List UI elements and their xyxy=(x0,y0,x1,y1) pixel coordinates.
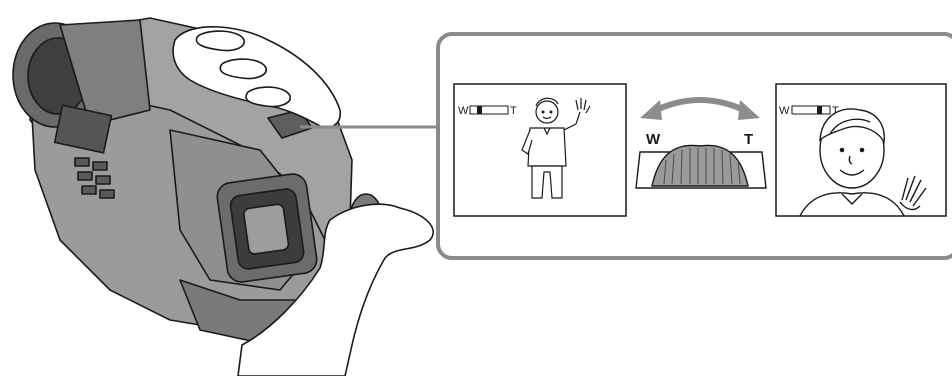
tele-frame: W T xyxy=(775,83,947,217)
lens-glass xyxy=(243,203,290,255)
wide-frame: W T xyxy=(453,83,627,217)
zoom-direction-arrow[interactable] xyxy=(650,97,750,115)
zoom-lever-ridges xyxy=(663,148,741,185)
camera-buttons xyxy=(74,157,115,199)
top-hand-fingers xyxy=(195,30,291,108)
zoom-lever-w-label: W xyxy=(646,131,661,148)
zoom-indicator-bar-tele xyxy=(791,105,831,115)
zoom-indicator-bar xyxy=(469,105,509,115)
zoom-lever-t-label: T xyxy=(744,131,753,148)
zoom-lever-rocker[interactable] xyxy=(651,144,749,187)
zoom-indicator-wide: W T xyxy=(458,105,517,117)
bottom-hand xyxy=(237,203,434,376)
zoom-indicator-w-label-tele: W xyxy=(779,105,790,117)
person-full-body xyxy=(521,97,591,199)
zoom-indicator-marker-tele xyxy=(817,106,822,114)
zoom-arrow-head-right xyxy=(738,100,760,120)
camera-lcd-panel xyxy=(53,104,113,154)
zoom-lever-graphic: W T xyxy=(635,97,767,189)
person-closeup xyxy=(799,108,927,216)
zoom-indicator-tele: W T xyxy=(779,105,839,117)
lens-barrel-side xyxy=(59,19,151,126)
zoom-indicator-marker xyxy=(477,106,482,114)
zoom-indicator-t-label: T xyxy=(510,105,517,117)
zoom-arrow-head-left xyxy=(640,100,662,120)
zoom-indicator-t-label-tele: T xyxy=(832,105,839,117)
zoom-indicator-w-label: W xyxy=(458,105,469,117)
